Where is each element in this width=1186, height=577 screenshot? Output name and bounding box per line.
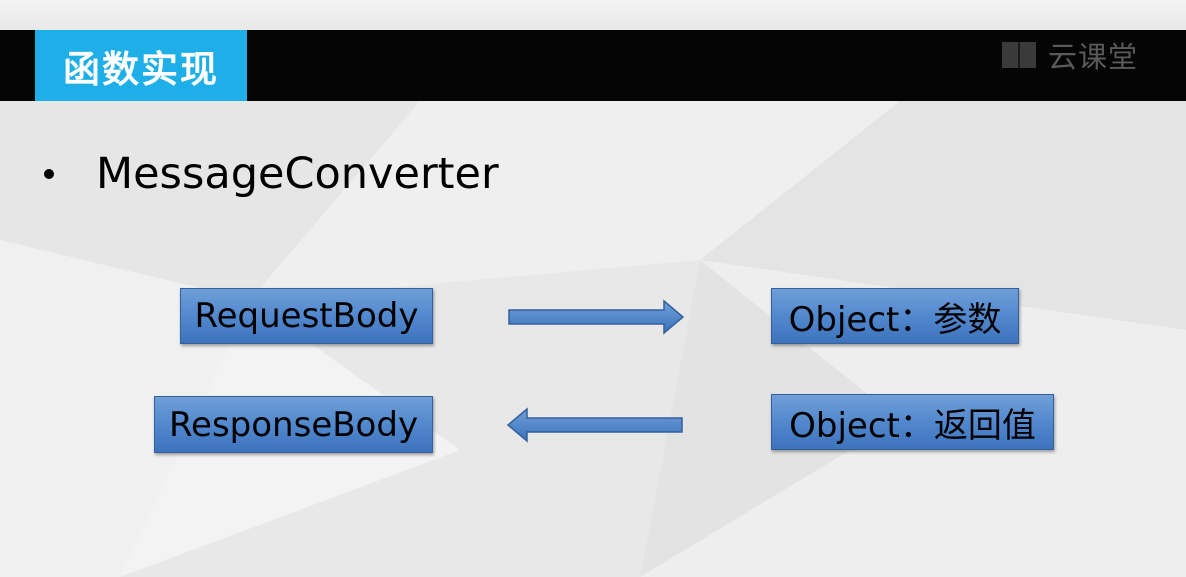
title-box: 函数实现 xyxy=(35,30,247,101)
bullet-text: MessageConverter xyxy=(96,149,499,199)
top-strip xyxy=(0,0,1186,30)
bullet-dot xyxy=(44,169,54,179)
brand-text: 云课堂 xyxy=(1048,40,1139,74)
book-icon xyxy=(1002,42,1036,68)
object-param-box: Object：参数 xyxy=(771,288,1019,344)
object-return-box: Object：返回值 xyxy=(771,394,1054,450)
request-body-box: RequestBody xyxy=(180,288,433,344)
arrow-left-icon xyxy=(506,407,683,443)
arrow-right-icon xyxy=(508,299,685,335)
response-body-box: ResponseBody xyxy=(154,396,433,453)
brand-logo: 云课堂 xyxy=(1000,36,1138,74)
page-title: 函数实现 xyxy=(63,47,219,91)
bullet-item: MessageConverter xyxy=(44,146,499,202)
